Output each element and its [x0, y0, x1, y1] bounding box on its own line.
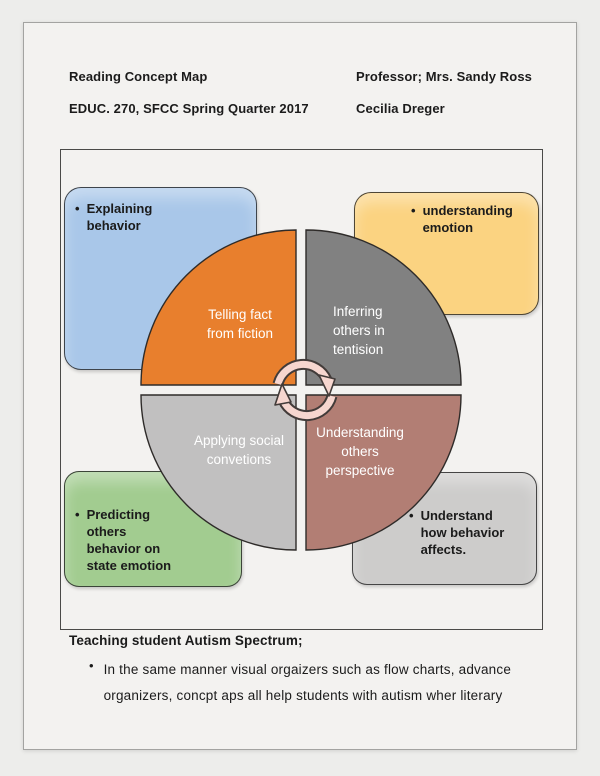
- footer-heading: Teaching student Autism Spectrum;: [69, 633, 303, 648]
- callout-label: Explaining behavior: [86, 201, 153, 233]
- page-title: Reading Concept Map: [69, 69, 208, 84]
- bullet-icon: •: [75, 507, 80, 522]
- bullet-icon: •: [411, 203, 416, 218]
- bullet-icon: •: [75, 201, 80, 216]
- concept-map-frame: • Explaining behavior • understanding em…: [60, 149, 543, 630]
- document-page: Reading Concept Map Professor; Mrs. Sand…: [23, 22, 577, 750]
- footer-bullet-item: • In the same manner visual orgaizers su…: [89, 657, 511, 709]
- concept-map-pie: [140, 229, 462, 551]
- professor-line: Professor; Mrs. Sandy Ross: [356, 69, 532, 84]
- callout-label: understanding emotion: [422, 203, 513, 235]
- quadrant-inferring-others: [305, 229, 462, 386]
- bullet-icon: •: [89, 658, 94, 673]
- quadrant-applying-social: [140, 394, 297, 551]
- quadrant-telling-fact: [140, 229, 297, 386]
- author-line: Cecilia Dreger: [356, 101, 445, 116]
- callout-label: Understand how behavior affects.: [420, 508, 505, 557]
- quadrant-understanding-others: [305, 394, 462, 551]
- cycle-arrows-icon: [272, 359, 338, 421]
- bullet-icon: •: [409, 508, 414, 523]
- callout-label: Predicting others behavior on state emot…: [86, 507, 172, 573]
- footer-bullet-text: In the same manner visual orgaizers such…: [103, 662, 512, 703]
- course-line: EDUC. 270, SFCC Spring Quarter 2017: [69, 101, 309, 116]
